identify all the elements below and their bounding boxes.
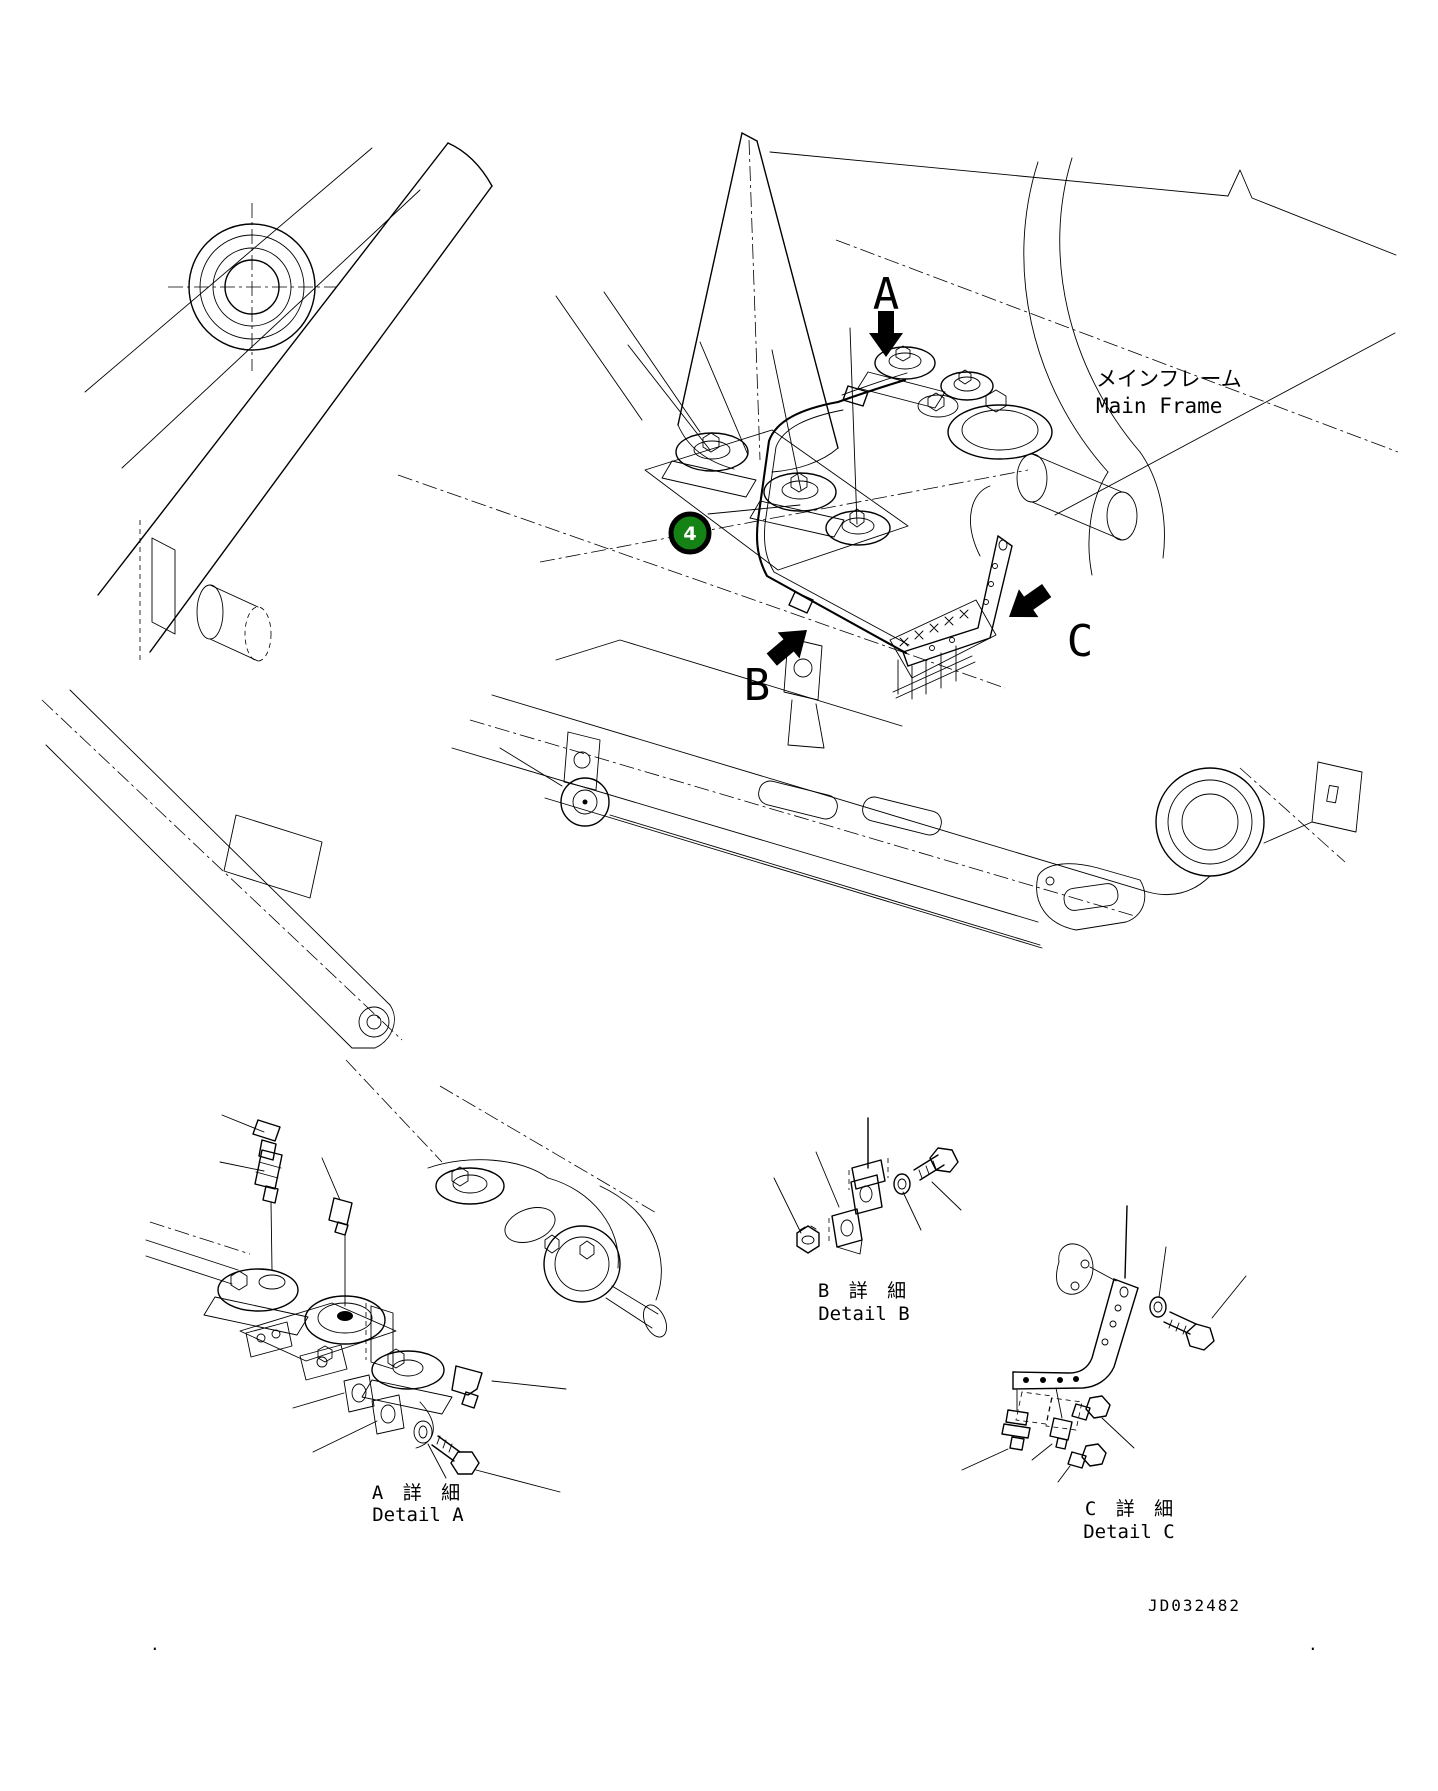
lower-left-arm <box>41 689 403 1049</box>
page-mark-right: . <box>1308 1635 1320 1654</box>
lower-frame <box>451 637 1363 949</box>
detail-c-label-jp: C 詳 細 <box>1085 1498 1177 1520</box>
callout-4[interactable]: 4 <box>668 504 801 555</box>
view-label-c: C <box>1067 616 1094 667</box>
view-label-b: B <box>744 660 771 711</box>
pipe-manifold <box>889 599 997 700</box>
detail-b-label-en: Detail B <box>818 1303 910 1325</box>
main-frame-label-jp: メインフレーム <box>1096 367 1242 391</box>
drawing-number: JD032482 <box>1148 1596 1241 1615</box>
left-arm <box>84 142 493 662</box>
detail-a-view: A 詳 細 Detail A <box>145 1059 668 1526</box>
detail-b-view: B 詳 細 Detail B <box>773 1117 962 1325</box>
detail-c-view: C 詳 細 Detail C <box>961 1205 1247 1543</box>
callout-number: 4 <box>683 523 696 545</box>
main-frame-view: A B C 4 メインフレーム Main Frame <box>41 132 1399 1049</box>
view-arrow-a: A <box>869 269 903 357</box>
view-arrow-b: B <box>744 616 818 711</box>
detail-a-label-jp: A 詳 細 <box>372 1482 464 1504</box>
main-frame-title: メインフレーム Main Frame <box>1096 367 1242 418</box>
arrow-left-icon <box>999 576 1057 631</box>
detail-c-label-en: Detail C <box>1083 1521 1175 1543</box>
hydraulic-piping <box>755 372 910 655</box>
callout-circle[interactable] <box>668 511 712 555</box>
view-arrow-c: C <box>999 576 1094 667</box>
leader-lines <box>397 291 1029 689</box>
detail-b-label-jp: B 詳 細 <box>818 1280 910 1302</box>
pipe-bracket <box>902 485 1013 667</box>
engine-mounts <box>644 345 1053 571</box>
main-frame-label-en: Main Frame <box>1096 394 1222 418</box>
center-plate <box>677 132 839 473</box>
detail-a-label-en: Detail A <box>372 1504 464 1526</box>
page-mark-left: . <box>150 1635 162 1654</box>
